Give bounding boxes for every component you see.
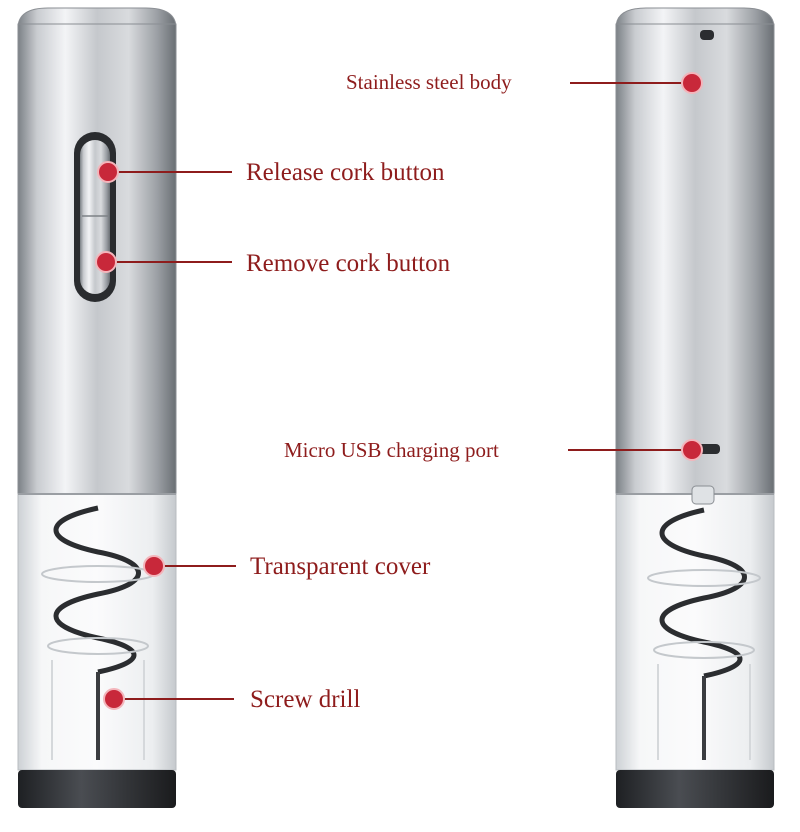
release-dot-icon [97, 161, 119, 183]
label-transparent-cover: Transparent cover [250, 553, 431, 580]
label-release-cork-button: Release cork button [246, 159, 445, 186]
usb-dot-icon [681, 439, 703, 461]
label-micro-usb-charging-port: Micro USB charging port [284, 438, 499, 462]
label-screw-drill: Screw drill [250, 686, 361, 713]
wine-opener-back-view [612, 0, 792, 832]
label-remove-cork-button: Remove cork button [246, 250, 451, 277]
wine-opener-front-view [12, 0, 192, 832]
screw-dot-icon [103, 688, 125, 710]
transparent-dot-icon [143, 555, 165, 577]
label-stainless-steel-body: Stainless steel body [346, 70, 512, 94]
stainless-dot-icon [681, 72, 703, 94]
remove-dot-icon [95, 251, 117, 273]
